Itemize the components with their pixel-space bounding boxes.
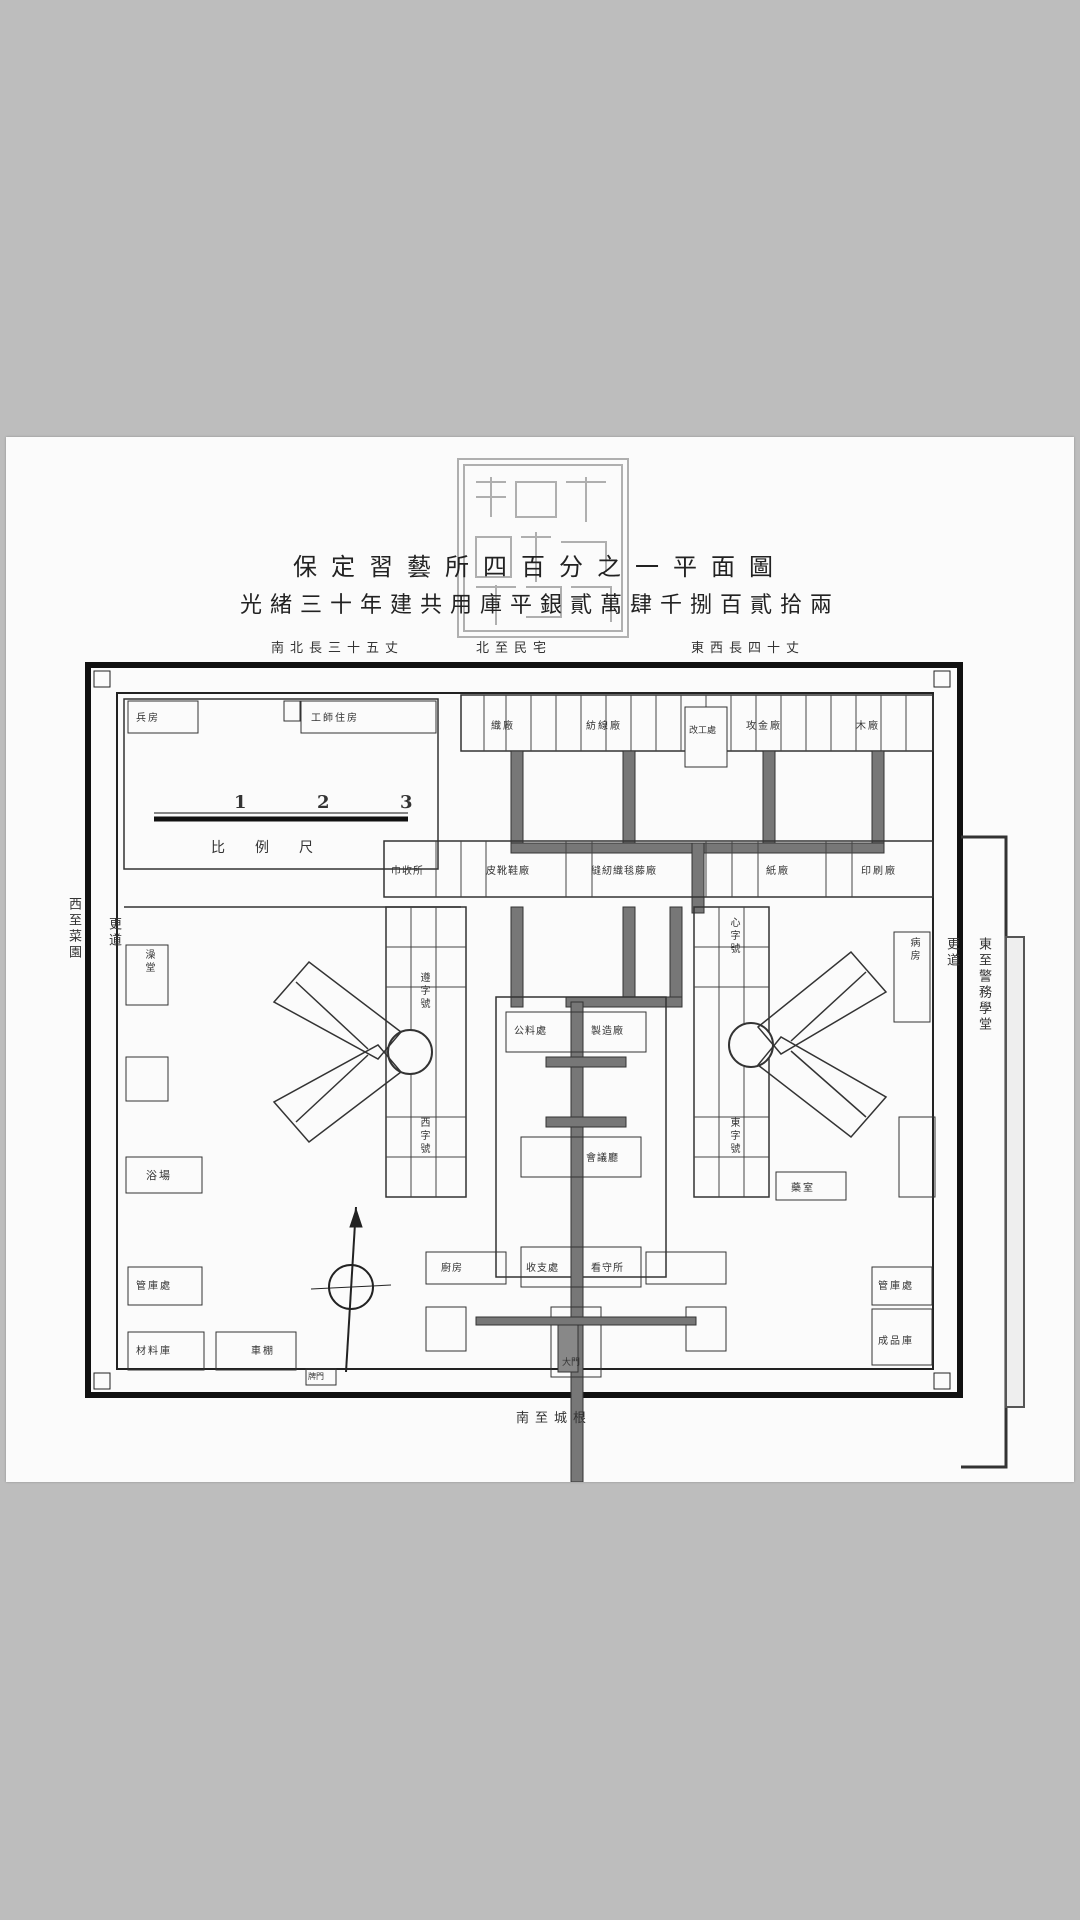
floor-plan-drawing <box>85 458 1025 1482</box>
plan-title: 保定習藝所四百分之一平面圖 <box>293 553 787 581</box>
room-soldiers-quarters: 兵房 <box>136 713 160 724</box>
room-bathhouse: 澡堂 <box>143 949 154 975</box>
scale-tick-1: 1 <box>234 792 253 813</box>
room-weaving-workshop: 織廠 <box>491 721 515 732</box>
memorial-gate: 牌門 <box>308 1372 324 1381</box>
room-infirmary: 病房 <box>908 937 919 963</box>
wing-xi: 西字號 <box>418 1117 429 1156</box>
room-finished-goods: 成品庫 <box>878 1336 914 1347</box>
seal-stamp <box>457 458 629 638</box>
room-printing-workshop: 印刷廠 <box>861 866 897 877</box>
south-boundary: 南至城根 <box>516 1411 593 1426</box>
room-storekeeper-west: 管庫處 <box>136 1281 172 1292</box>
east-patrol-road: 更道 <box>944 937 959 969</box>
inner-wall <box>116 692 934 1370</box>
wing-xin: 心字號 <box>728 917 739 956</box>
room-craftsmen-quarters: 工師住房 <box>311 713 359 724</box>
room-leather-shoe-workshop: 皮靴鞋廠 <box>486 866 530 877</box>
outer-wall <box>85 662 963 1398</box>
room-manufacturing: 製造廠 <box>591 1026 624 1037</box>
room-guards: 看守所 <box>591 1263 624 1274</box>
room-spinning-workshop: 紡線廠 <box>586 721 622 732</box>
north-boundary: 北至民宅 <box>476 641 553 656</box>
document-viewer[interactable]: 保定習藝所四百分之一平面圖 光緒三十年建共用庫平銀貳萬肆千捌百貳拾兩 南北長三十… <box>6 437 1074 1482</box>
wing-dong: 東字號 <box>728 1117 739 1156</box>
room-paper-workshop: 紙廠 <box>766 866 790 877</box>
room-materials-office: 公料處 <box>514 1026 547 1037</box>
compass-rose <box>310 1206 392 1373</box>
room-sewing-workshop: 縫紉織毯藤廠 <box>591 866 657 877</box>
east-boundary: 東至警務學堂 <box>976 937 991 1033</box>
room-pharmacy: 藥室 <box>791 1183 815 1194</box>
west-patrol-road: 更道 <box>106 917 121 949</box>
east-west-length: 東西長四十丈 <box>691 641 806 656</box>
wing-zun: 遵字號 <box>418 972 429 1011</box>
north-south-length: 南北長三十五丈 <box>271 641 405 656</box>
room-bathing-area: 浴場 <box>146 1169 172 1182</box>
west-boundary: 西至菜園 <box>66 897 81 961</box>
room-carpentry-workshop: 木廠 <box>856 721 880 732</box>
room-metalwork-workshop: 攻金廠 <box>746 721 782 732</box>
room-accounts: 收支處 <box>526 1263 559 1274</box>
room-meeting-hall: 會議廳 <box>586 1153 619 1164</box>
room-materials-store: 材料庫 <box>136 1346 172 1357</box>
room-receiving: 巾收所 <box>391 866 424 877</box>
main-gate: 大門 <box>562 1358 581 1368</box>
scale-tick-3: 3 <box>400 792 419 813</box>
plan-subtitle: 光緒三十年建共用庫平銀貳萬肆千捌百貳拾兩 <box>239 593 840 618</box>
scale-label: 比例尺 <box>211 840 343 856</box>
scale-bar <box>154 812 408 822</box>
room-cart-shed: 車棚 <box>251 1346 275 1357</box>
room-reform-office: 改工處 <box>689 726 717 736</box>
room-kitchen: 廚房 <box>441 1263 463 1274</box>
room-storekeeper-east: 管庫處 <box>878 1281 914 1292</box>
scale-tick-2: 2 <box>317 792 336 813</box>
